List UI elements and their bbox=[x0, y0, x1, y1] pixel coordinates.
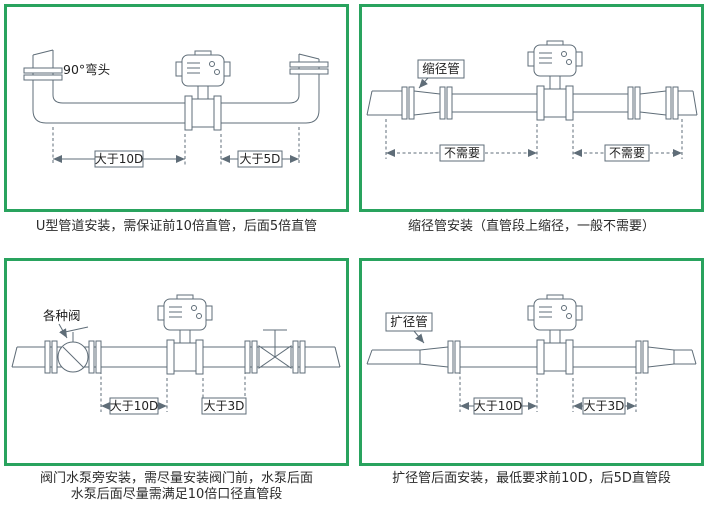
reducer-cone bbox=[413, 90, 441, 95]
flange-icon bbox=[401, 86, 415, 120]
dim-label-before: 大于10D bbox=[474, 399, 523, 413]
valve-diagram: 各种阀 大于10D 大于3D bbox=[11, 294, 341, 415]
dim-label-after: 大于5D bbox=[240, 152, 281, 166]
caption-expander: 扩径管后面安装，最低要求前10D，后5D直管段 bbox=[392, 471, 671, 486]
caption-valve-line1: 阀门水泵旁安装，需尽量安装阀门前，水泵后面 bbox=[39, 471, 313, 486]
pipe-inner-edge bbox=[52, 50, 300, 104]
flowmeter-icon bbox=[527, 294, 583, 375]
flange-icon bbox=[447, 340, 461, 374]
dimension-lines bbox=[459, 371, 637, 415]
pointer-arrow bbox=[413, 330, 425, 344]
label-expander: 扩径管 bbox=[390, 314, 428, 329]
flange-icon bbox=[635, 340, 649, 374]
flange-icon bbox=[627, 86, 641, 120]
flange-icon bbox=[23, 67, 63, 81]
cell-u-pipe: 90°弯头 大于10D 大于5D U型管道安装，需保证前10倍直管，后面5倍直管 bbox=[4, 4, 349, 258]
dim-label-after: 大于3D bbox=[204, 399, 245, 413]
caption-valve-line2: 水泵后面尽量需满足10倍口径直管段 bbox=[70, 487, 283, 503]
flowmeter-icon bbox=[527, 40, 583, 121]
panel-valve: 各种阀 大于10D 大于3D bbox=[4, 258, 349, 466]
flange-icon bbox=[244, 340, 258, 374]
caption-valve: 阀门水泵旁安装，需尽量安装阀门前，水泵后面 水泵后面尽量需满足10倍口径直管段 bbox=[4, 466, 349, 506]
ball-valve-icon bbox=[57, 326, 89, 373]
dimension-lines bbox=[52, 127, 300, 168]
dim-label-after: 大于3D bbox=[584, 399, 625, 413]
u-pipe-diagram: 90°弯头 大于10D 大于5D bbox=[23, 49, 329, 168]
caption-reducer: 缩径管安装（直管段上缩径，一般不需要） bbox=[407, 219, 655, 234]
cell-reducer: 缩径管 不需要 不需要 缩径管安装（直管段上缩径，一般不需要） bbox=[359, 4, 704, 258]
caption-u-pipe: U型管道安装，需保证前10倍直管，后面5倍直管 bbox=[35, 219, 318, 234]
panel-expander: 扩径管 大于10D 大于3D bbox=[359, 258, 704, 466]
flowmeter-icon bbox=[157, 294, 213, 375]
pipe-outer-edge bbox=[32, 55, 320, 124]
dim-label-right: 不需要 bbox=[609, 146, 645, 160]
dim-label-left: 不需要 bbox=[444, 146, 480, 160]
pointer-arrow bbox=[418, 77, 429, 89]
dimension-lines bbox=[100, 371, 247, 415]
cell-expander: 扩径管 大于10D 大于3D 扩径管后面安装，最低要求前10D，后5D直管段 bbox=[359, 258, 704, 506]
part-label-box bbox=[385, 312, 433, 332]
dimension-lines bbox=[385, 119, 683, 162]
u-pipe-drawing bbox=[23, 49, 329, 168]
dim-label-before: 大于10D bbox=[110, 399, 159, 413]
expander-cone bbox=[419, 346, 449, 351]
flange-icon bbox=[292, 340, 306, 374]
panel-u-pipe: 90°弯头 大于10D 大于5D bbox=[4, 4, 349, 212]
flange-icon bbox=[44, 340, 58, 374]
pointer-arrow bbox=[58, 323, 68, 339]
dim-label-before: 大于10D bbox=[95, 152, 144, 166]
label-elbow: 90°弯头 bbox=[63, 62, 110, 77]
valve-drawing bbox=[11, 294, 341, 415]
reducer-diagram: 缩径管 不需要 不需要 bbox=[366, 40, 698, 162]
flange-icon bbox=[289, 61, 329, 75]
cell-valve: 各种阀 大于10D 大于3D 阀门水泵旁安装，需尽量安装阀门前，水泵后面 水泵后… bbox=[4, 258, 349, 506]
reducer-drawing bbox=[366, 40, 698, 162]
part-label-box bbox=[417, 59, 465, 79]
expander-diagram: 扩径管 大于10D 大于3D bbox=[366, 294, 697, 415]
flange-icon bbox=[665, 86, 679, 120]
label-valves: 各种阀 bbox=[43, 308, 81, 323]
flange-icon bbox=[88, 340, 102, 374]
label-reducer: 缩径管 bbox=[422, 61, 460, 76]
flowmeter-icon bbox=[175, 50, 231, 131]
expander-drawing bbox=[366, 294, 697, 415]
panel-reducer: 缩径管 不需要 不需要 bbox=[359, 4, 704, 212]
flange-icon bbox=[439, 86, 453, 120]
gate-valve-icon bbox=[258, 329, 292, 369]
